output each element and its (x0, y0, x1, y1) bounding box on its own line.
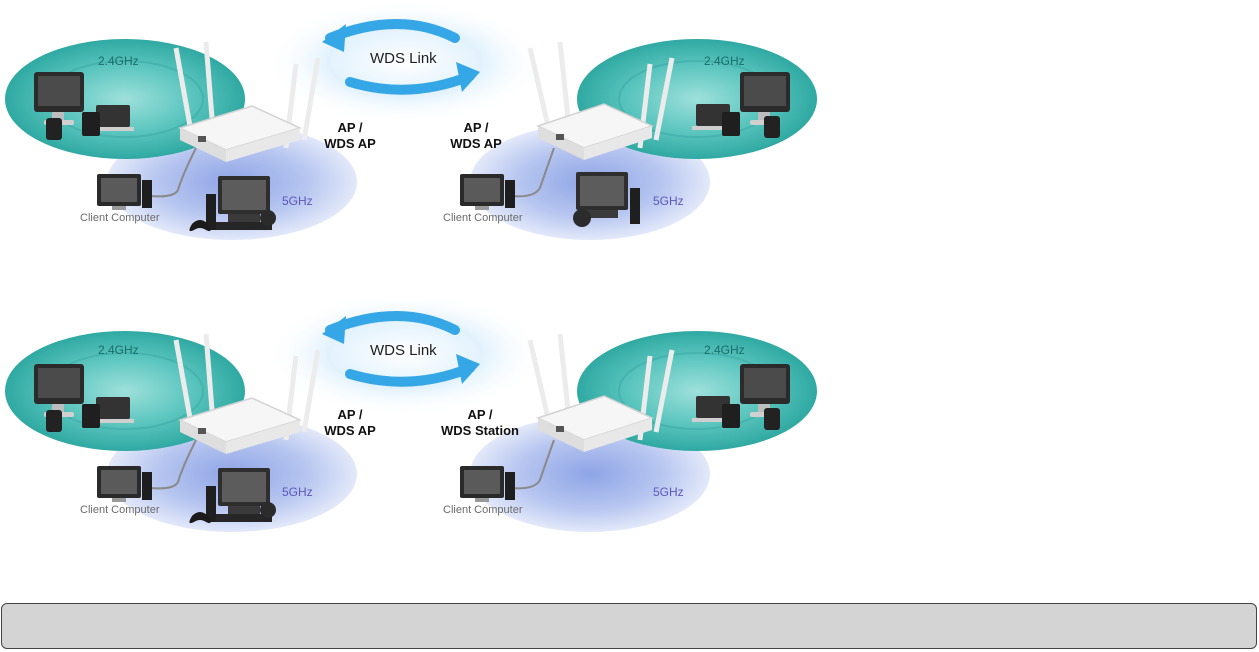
right-client-computer-label: Client Computer (443, 213, 522, 224)
right-band-5ghz-label: 5GHz (653, 486, 684, 498)
left-role-line2: WDS AP (320, 423, 380, 439)
left-role-label: AP / WDS AP (320, 120, 380, 153)
left-role-line1: AP / (320, 120, 380, 136)
right-band-24ghz-label: 2.4GHz (704, 55, 745, 67)
left-role-line1: AP / (320, 407, 380, 423)
left-band-24ghz-label: 2.4GHz (98, 55, 139, 67)
wds-link-label: WDS Link (370, 51, 437, 66)
right-role-line1: AP / (436, 407, 524, 423)
left-role-line2: WDS AP (320, 136, 380, 152)
right-role-label: AP / WDS Station (436, 407, 524, 440)
wds-diagram-ap-to-station: WDS Link 2.4GHz 5GHz Client Computer AP … (0, 292, 830, 547)
right-client-computer-label: Client Computer (443, 505, 522, 516)
right-role-line1: AP / (444, 120, 508, 136)
wds-diagram-ap-to-ap: WDS Link 2.4GHz 5GHz Client Computer AP … (0, 0, 830, 255)
left-client-computer-label: Client Computer (80, 213, 159, 224)
left-band-5ghz-label: 5GHz (282, 195, 313, 207)
right-band-5ghz-label: 5GHz (653, 195, 684, 207)
right-band-24ghz-label: 2.4GHz (704, 344, 745, 356)
right-role-line2: WDS Station (436, 423, 524, 439)
right-role-line2: WDS AP (444, 136, 508, 152)
left-band-24ghz-label: 2.4GHz (98, 344, 139, 356)
wds-link-label: WDS Link (370, 343, 437, 358)
left-client-computer-label: Client Computer (80, 505, 159, 516)
left-role-label: AP / WDS AP (320, 407, 380, 440)
notice-box (1, 603, 1257, 649)
right-role-label: AP / WDS AP (444, 120, 508, 153)
left-band-5ghz-label: 5GHz (282, 486, 313, 498)
